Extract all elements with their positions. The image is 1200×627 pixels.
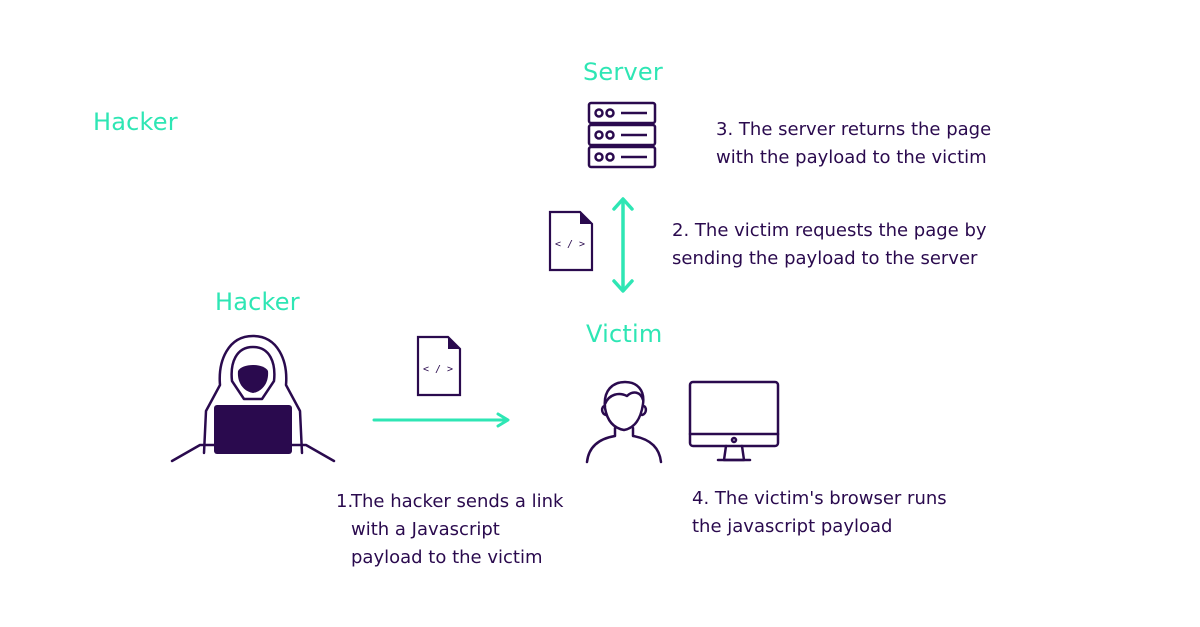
server-rack-icon	[587, 101, 657, 169]
server-label: Server	[583, 58, 663, 86]
hacker-label: Hacker	[215, 288, 300, 316]
code-file-icon-upper: < / >	[548, 210, 594, 272]
hooded-hacker-laptop-icon	[170, 334, 336, 463]
hacker-label-top: Hacker	[93, 108, 178, 136]
step-3-text: 3. The server returns the page with the …	[716, 119, 992, 168]
step-4-text: 4. The victim's browser runs the javascr…	[692, 488, 947, 537]
desktop-monitor-icon	[688, 380, 780, 462]
step-1-text: 1.The hacker sends a link with a Javascr…	[336, 491, 564, 568]
arrow-right-icon	[372, 412, 510, 428]
svg-text:< / >: < / >	[555, 239, 585, 250]
code-file-icon-lower: < / >	[416, 335, 462, 397]
victim-label: Victim	[586, 320, 663, 348]
svg-text:< / >: < / >	[423, 364, 453, 375]
person-icon	[585, 380, 663, 464]
double-arrow-icon	[612, 197, 634, 293]
step-2-text: 2. The victim requests the page by sendi…	[672, 220, 987, 269]
